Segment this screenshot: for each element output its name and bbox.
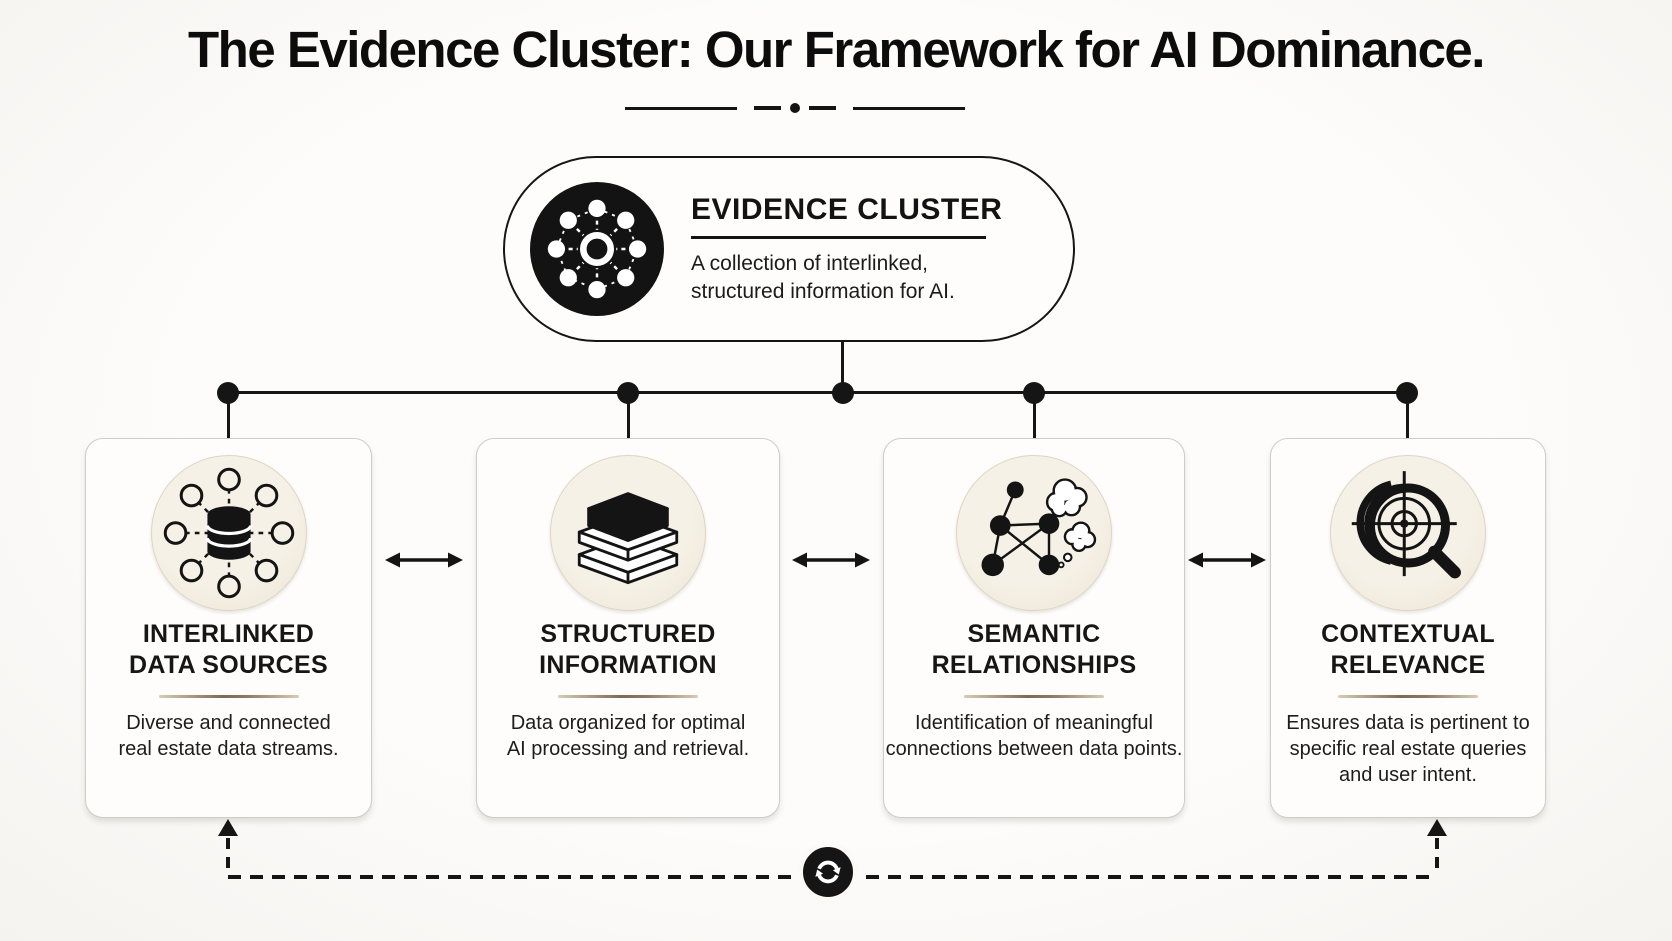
card-icon-circle (150, 455, 307, 611)
card-title: SEMANTIC RELATIONSHIPS (931, 620, 1137, 679)
root-node-description: A collection of interlinked, structured … (691, 251, 955, 303)
title-divider (625, 103, 965, 113)
card-stem-2 (626, 394, 630, 438)
junction-dot-center (832, 382, 854, 404)
root-node-rule (691, 235, 986, 239)
root-node-title: EVIDENCE CLUSTER (691, 192, 1003, 226)
card-icon-circle (1330, 455, 1486, 611)
connector-line (228, 391, 1407, 394)
junction-dot-1 (217, 382, 239, 404)
page-title: The Evidence Cluster: Our Framework for … (188, 21, 1485, 78)
bidirectional-arrow-1 (385, 552, 463, 568)
root-node-evidence-cluster: EVIDENCE CLUSTER A collection of interli… (503, 156, 1075, 342)
junction-dot-2 (617, 382, 639, 404)
card-title: INTERLINKED DATA SOURCES (129, 620, 328, 679)
network-cluster-icon (530, 182, 664, 316)
card-icon-circle (956, 455, 1112, 611)
card-structured-information: STRUCTURED INFORMATION Data organized fo… (476, 438, 780, 818)
junction-dot-3 (1023, 382, 1045, 404)
refresh-badge (798, 842, 858, 902)
layer-stack-icon (577, 492, 679, 585)
feedback-loop-riser-left (226, 838, 230, 875)
card-stem-4 (1405, 394, 1409, 438)
card-semantic-relationships: SEMANTIC RELATIONSHIPS Identification of… (883, 438, 1185, 818)
divider-dash-left (754, 106, 781, 110)
card-title: STRUCTURED INFORMATION (539, 620, 717, 679)
card-contextual-relevance: CONTEXTUAL RELEVANCE Ensures data is per… (1270, 438, 1546, 818)
junction-dot-4 (1396, 382, 1418, 404)
divider-line-right (853, 106, 965, 110)
card-description: Ensures data is pertinent to specific re… (1286, 712, 1530, 786)
target-magnifier-icon (1351, 471, 1461, 579)
feedback-loop-riser-right (1435, 838, 1439, 875)
feedback-arrowhead-left (218, 819, 238, 836)
database-network-icon (163, 467, 294, 599)
divider-dot (790, 103, 800, 113)
card-divider (1338, 695, 1478, 698)
root-stem (841, 341, 844, 393)
card-description: Data organized for optimal AI processing… (506, 712, 750, 760)
card-title: CONTEXTUAL RELEVANCE (1321, 620, 1495, 679)
card-description: Identification of meaningful connections… (885, 712, 1183, 760)
feedback-arrowhead-right (1427, 819, 1447, 836)
divider-dash-right (809, 106, 836, 110)
card-interlinked-data-sources: INTERLINKED DATA SOURCES Diverse and con… (85, 438, 372, 818)
graph-thought-clouds-icon (981, 478, 1097, 577)
refresh-cycle-icon (815, 860, 841, 884)
card-divider (964, 695, 1104, 698)
card-stem-1 (226, 394, 230, 438)
bidirectional-arrow-3 (1188, 552, 1266, 568)
card-description: Diverse and connected real estate data s… (118, 712, 339, 760)
card-divider (158, 695, 299, 698)
bidirectional-arrow-2 (792, 552, 870, 568)
divider-line-left (625, 106, 737, 110)
card-stem-3 (1032, 394, 1036, 438)
card-divider (558, 695, 698, 698)
card-icon-circle (550, 455, 706, 611)
